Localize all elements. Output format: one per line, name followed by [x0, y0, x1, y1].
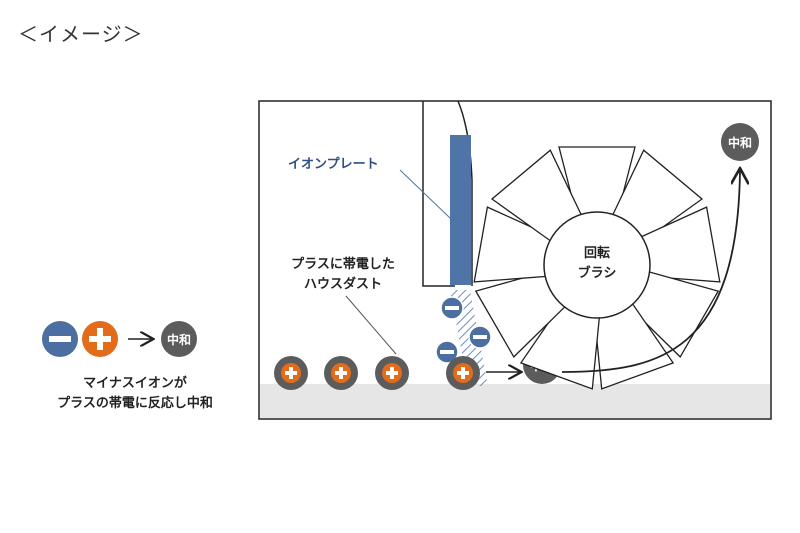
plus-icon	[285, 367, 297, 379]
legend-plus-charge	[82, 321, 118, 357]
airflow-arrow	[561, 170, 740, 373]
rotating-brush	[473, 146, 721, 390]
legend-minus-ion	[42, 321, 78, 357]
plus-dust	[375, 356, 409, 390]
plus-icon	[386, 367, 398, 379]
dust-label-leader	[345, 295, 397, 355]
brush-label-line1: 回転	[584, 245, 610, 261]
plus-dust	[274, 356, 308, 390]
legend-neutral-label: 中和	[167, 332, 191, 347]
neutral-dust-top: 中和	[721, 123, 759, 161]
legend-caption-line1: マイナスイオンが	[83, 376, 187, 391]
legend-neutral: 中和	[161, 321, 197, 357]
minus-ion	[435, 340, 459, 364]
ion-plate-leader	[399, 169, 451, 219]
plus-dust	[446, 356, 480, 390]
dust-label-line1: プラスに帯電した	[291, 256, 395, 272]
floor	[260, 384, 770, 418]
page-heading: ＜イメージ＞	[18, 22, 144, 46]
minus-icon	[49, 336, 71, 342]
ion-plate	[450, 135, 471, 285]
plus-icon	[89, 328, 111, 350]
minus-ion	[440, 296, 464, 320]
minus-icon	[473, 335, 487, 339]
neutral-top-label: 中和	[728, 135, 752, 150]
plus-icon	[457, 367, 469, 379]
legend-caption: マイナスイオンが プラスの帯電に反応し中和	[30, 374, 240, 414]
ion-plate-label: イオンプレート	[288, 157, 379, 172]
minus-icon	[440, 350, 454, 354]
legend-caption-line2: プラスの帯電に反応し中和	[57, 396, 213, 411]
brush-label-line2: ブラシ	[578, 265, 617, 281]
plus-dust	[324, 356, 358, 390]
minus-icon	[445, 306, 459, 310]
device-housing	[422, 101, 455, 287]
minus-ion	[468, 325, 492, 349]
plus-icon	[335, 367, 347, 379]
dust-label-line2: ハウスダスト	[304, 276, 382, 292]
